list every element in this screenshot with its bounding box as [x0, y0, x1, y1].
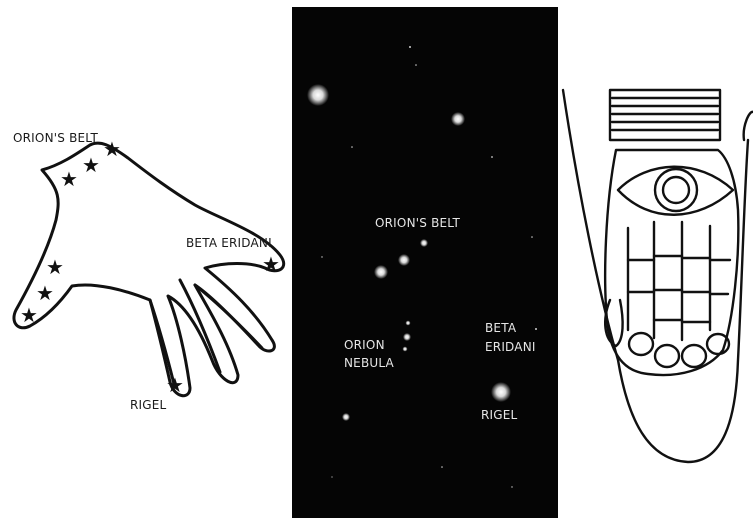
star-nebula-1 — [406, 321, 411, 326]
star-rigel — [491, 382, 511, 402]
star-rigel: ★ — [166, 373, 184, 397]
label-orion-nebula-line2: NEBULA — [344, 356, 394, 371]
eye-iris — [655, 169, 697, 211]
hand-constellation-drawing: ★ ★ ★ ★ ★ ★ ★ ★ ORION'S BELT BETA ERIDAN… — [0, 0, 292, 520]
star-saiph — [342, 413, 350, 421]
star-betelgeuse — [307, 84, 329, 106]
eye-hand-carving-drawing — [558, 0, 753, 520]
star-nebula-3 — [403, 347, 408, 352]
sky-svg — [292, 7, 558, 518]
label-orions-belt: ORION'S BELT — [375, 216, 460, 231]
label-orions-belt: ORION'S BELT — [13, 131, 98, 146]
star-thumb-1: ★ — [46, 255, 64, 279]
fingertip-3 — [682, 345, 706, 367]
eye-outline — [618, 167, 733, 215]
star-beta-eridani: ★ — [262, 252, 280, 276]
label-beta-eridani-line2: ERIDANI — [485, 340, 536, 355]
label-rigel: RIGEL — [130, 398, 166, 413]
orion-star-photo: ORION'S BELT ORION NEBULA BETA ERIDANI R… — [292, 7, 558, 518]
star-belt-3: ★ — [60, 167, 78, 191]
star-bellatrix — [451, 112, 465, 126]
eye-pupil — [663, 177, 689, 203]
star-belt-2: ★ — [82, 153, 100, 177]
star-belt-b — [398, 254, 410, 266]
label-beta-eridani-line1: BETA — [485, 321, 516, 336]
star-nebula-2 — [403, 333, 411, 341]
label-beta-eridani: BETA ERIDANI — [186, 236, 272, 251]
finger-line-3 — [195, 285, 262, 348]
star-belt-c — [374, 265, 388, 279]
outer-outline — [563, 90, 748, 462]
eye-hand-svg — [558, 0, 753, 520]
star-belt-1: ★ — [103, 137, 121, 161]
label-rigel: RIGEL — [481, 408, 517, 423]
hand-outline-svg: ★ ★ ★ ★ ★ ★ ★ ★ — [0, 0, 292, 520]
star-thumb-3: ★ — [20, 303, 38, 327]
finger-line-1 — [150, 300, 174, 384]
star-thumb-2: ★ — [36, 281, 54, 305]
fingertip-2 — [655, 345, 679, 367]
fingertip-1 — [629, 333, 653, 355]
label-orion-nebula-line1: ORION — [344, 338, 385, 353]
right-edge-loop — [744, 112, 753, 140]
star-belt-a — [420, 239, 428, 247]
